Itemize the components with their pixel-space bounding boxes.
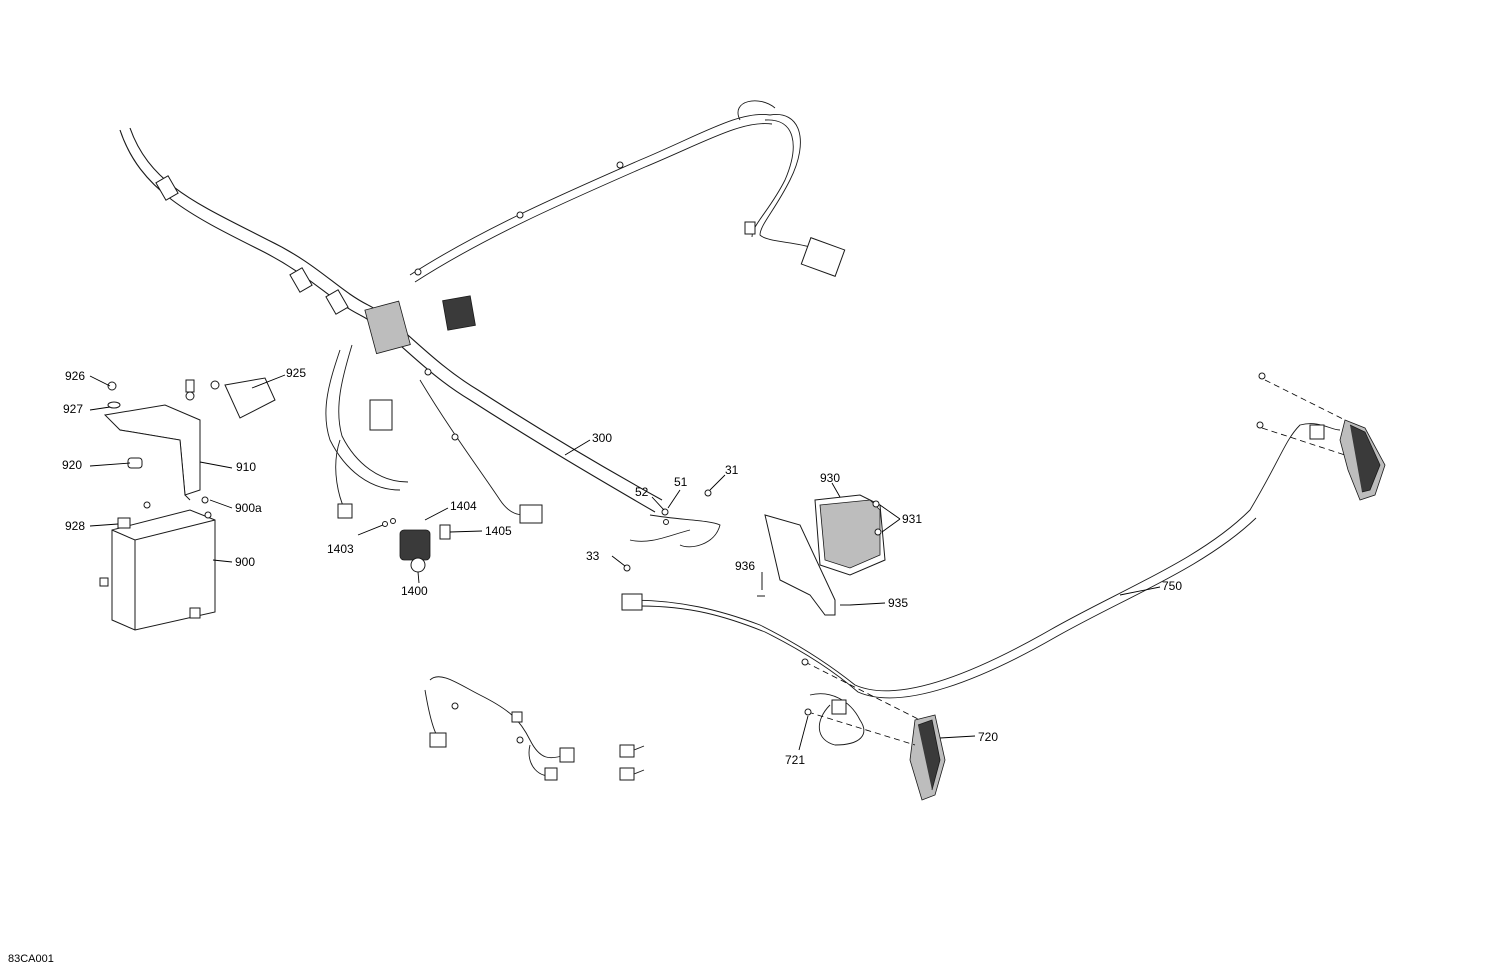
- callout-721: 721: [785, 753, 805, 767]
- lower-harness: [424, 676, 645, 781]
- callout-1403: 1403: [327, 542, 354, 556]
- callout-935: 935: [888, 596, 908, 610]
- callout-930: 930: [820, 471, 840, 485]
- battery-assembly: [99, 377, 276, 631]
- callout-labels: 926 927 925 920 910 900a 928 900 1403 14…: [62, 366, 1182, 767]
- rear-harness: [621, 372, 1386, 801]
- callout-33: 33: [586, 549, 600, 563]
- callout-927: 927: [63, 402, 83, 416]
- callout-1405: 1405: [485, 524, 512, 538]
- callout-925: 925: [286, 366, 306, 380]
- callout-910: 910: [236, 460, 256, 474]
- callout-51: 51: [674, 475, 688, 489]
- callout-52: 52: [635, 485, 649, 499]
- drawing-code: 83CA001: [8, 953, 54, 965]
- main-harness: [119, 100, 846, 548]
- leader-lines: [89, 374, 1161, 751]
- callout-900a: 900a: [235, 501, 262, 515]
- callout-920: 920: [62, 458, 82, 472]
- callout-1400: 1400: [401, 584, 428, 598]
- callout-1404: 1404: [450, 499, 477, 513]
- module-assembly: [757, 494, 886, 616]
- callout-900: 900: [235, 555, 255, 569]
- callout-300: 300: [592, 431, 612, 445]
- callout-931: 931: [902, 512, 922, 526]
- relay-assembly: [382, 518, 451, 573]
- callout-750: 750: [1162, 579, 1182, 593]
- hardware: [623, 489, 712, 572]
- callout-720: 720: [978, 730, 998, 744]
- callout-928: 928: [65, 519, 85, 533]
- callout-936: 936: [735, 559, 755, 573]
- callout-926: 926: [65, 369, 85, 383]
- callout-31: 31: [725, 463, 739, 477]
